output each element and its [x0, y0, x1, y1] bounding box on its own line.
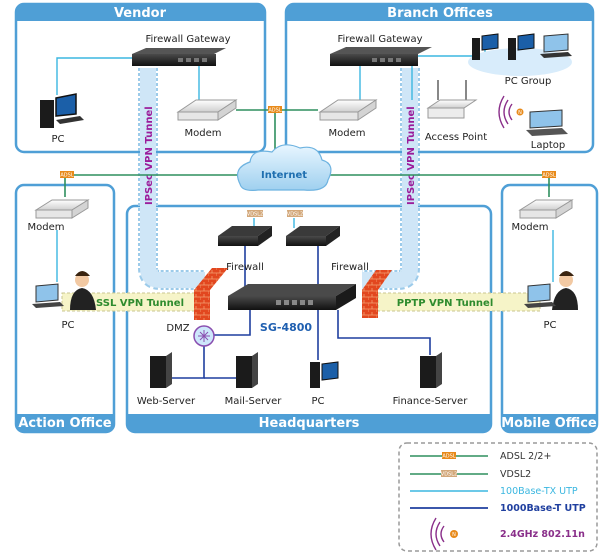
legend-vdsl: VDSL2 VDSL2 — [410, 469, 531, 480]
firewall-right-label: Firewall — [331, 262, 369, 273]
mobile-title: Mobile Office — [501, 416, 597, 431]
pc-group-label: PC Group — [505, 76, 552, 87]
mobile-office-zone: Mobile Office — [500, 183, 599, 434]
legend-wifi-label: 2.4GHz 802.11n — [500, 529, 585, 540]
access-point: Access Point — [425, 80, 487, 143]
firewall-left-label: Firewall — [226, 262, 264, 273]
ipsec-tunnel-right: IPSec VPN Tunnel — [362, 68, 420, 290]
vdsl-badge: VDSL2 — [247, 210, 263, 218]
ipsec-left-label: IPSec VPN Tunnel — [144, 106, 155, 205]
hq-pc: PC — [310, 361, 339, 407]
firewall-wall-right — [362, 270, 392, 318]
vendor-gateway-label: Firewall Gateway — [145, 34, 230, 45]
mobile-modem-label: Modem — [512, 222, 549, 233]
svg-text:ADSL: ADSL — [60, 173, 73, 179]
internet-label: Internet — [261, 170, 307, 181]
headquarters-zone: Headquarters — [125, 204, 493, 434]
laptop-label: Laptop — [531, 140, 565, 151]
action-modem: Modem — [28, 199, 90, 233]
core-device-label: SG-4800 — [260, 321, 312, 334]
branch-modem: Modem — [318, 99, 378, 139]
branch-laptop: Laptop — [526, 109, 568, 151]
action-modem-label: Modem — [28, 222, 65, 233]
legend-tx-label: 100Base-TX UTP — [500, 486, 578, 497]
web-server-label: Web-Server — [137, 396, 196, 407]
pptp-tunnel: PPTP VPN Tunnel — [377, 292, 541, 312]
svg-text:N: N — [518, 110, 522, 116]
adsl-badge: ADSL — [542, 171, 556, 179]
pc-group: PC Group — [468, 33, 572, 87]
svg-text:VDSL2: VDSL2 — [287, 212, 303, 218]
adsl-badge: ADSL — [268, 106, 282, 114]
svg-text:ADSL: ADSL — [268, 108, 281, 114]
svg-text:VDSL2: VDSL2 — [441, 472, 457, 478]
ipsec-tunnel-left: IPSec VPN Tunnel — [138, 68, 205, 290]
pc-group-computer-1 — [472, 33, 499, 60]
legend-wifi: N 2.4GHz 802.11n — [430, 517, 585, 551]
mobile-modem: Modem — [512, 199, 574, 233]
branch-modem-label: Modem — [329, 128, 366, 139]
mobile-pc-user: PC — [524, 271, 578, 331]
vdsl-badge: VDSL2 — [287, 210, 303, 218]
legend-adsl-label: ADSL 2/2+ — [500, 451, 551, 462]
sg-4800-device: SG-4800 — [228, 284, 356, 334]
ssl-label: SSL VPN Tunnel — [96, 298, 184, 309]
wifi-signal-icon: N — [498, 95, 524, 129]
web-server: Web-Server — [137, 352, 196, 407]
internet-cloud: Internet — [237, 144, 332, 191]
vendor-pc-label: PC — [51, 134, 64, 145]
hq-firewall-router-left — [218, 226, 272, 246]
legend-t: 1000Base-T UTP — [410, 503, 586, 514]
vendor-pc: PC — [40, 93, 84, 145]
vendor-firewall-gateway: Firewall Gateway — [132, 34, 231, 66]
pc-group-computer-2 — [508, 33, 535, 60]
svg-text:ADSL: ADSL — [442, 454, 455, 460]
finance-server-label: Finance-Server — [393, 396, 469, 407]
svg-text:N: N — [452, 532, 456, 538]
action-title: Action Office — [18, 416, 111, 431]
branch-firewall-gateway: Firewall Gateway — [330, 34, 432, 66]
hq-pc-label: PC — [311, 396, 324, 407]
hq-firewall-router-right — [286, 226, 340, 246]
legend: ADSL ADSL 2/2+ VDSL2 VDSL2 100Base-TX UT… — [398, 442, 598, 552]
mail-server-label: Mail-Server — [225, 396, 283, 407]
adsl-badge: ADSL — [60, 171, 74, 179]
legend-tx: 100Base-TX UTP — [410, 486, 578, 497]
mail-server: Mail-Server — [225, 352, 283, 407]
finance-server: Finance-Server — [393, 352, 469, 407]
firewall-wall-left — [194, 268, 228, 320]
legend-adsl: ADSL ADSL 2/2+ — [410, 451, 551, 462]
dmz-label: DMZ — [166, 323, 189, 334]
svg-text:ADSL: ADSL — [542, 173, 555, 179]
hq-title: Headquarters — [259, 416, 360, 431]
svg-text:VDSL2: VDSL2 — [247, 212, 263, 218]
dmz-switch-icon: DMZ — [166, 323, 215, 347]
action-pc-label: PC — [61, 320, 74, 331]
action-pc-user: PC — [32, 271, 96, 331]
mobile-pc-label: PC — [543, 320, 556, 331]
branch-title: Branch Offices — [387, 6, 493, 21]
legend-t-label: 1000Base-T UTP — [500, 503, 586, 514]
vendor-modem: Modem — [176, 99, 238, 139]
ssl-tunnel: SSL VPN Tunnel — [61, 292, 203, 312]
pc-group-laptop — [540, 33, 572, 58]
pptp-label: PPTP VPN Tunnel — [397, 298, 494, 309]
vendor-modem-label: Modem — [185, 128, 222, 139]
branch-gateway-label: Firewall Gateway — [337, 34, 422, 45]
vendor-title: Vendor — [114, 6, 167, 21]
legend-vdsl-label: VDSL2 — [500, 469, 531, 480]
access-point-label: Access Point — [425, 132, 487, 143]
ipsec-right-label: IPSec VPN Tunnel — [406, 106, 417, 205]
